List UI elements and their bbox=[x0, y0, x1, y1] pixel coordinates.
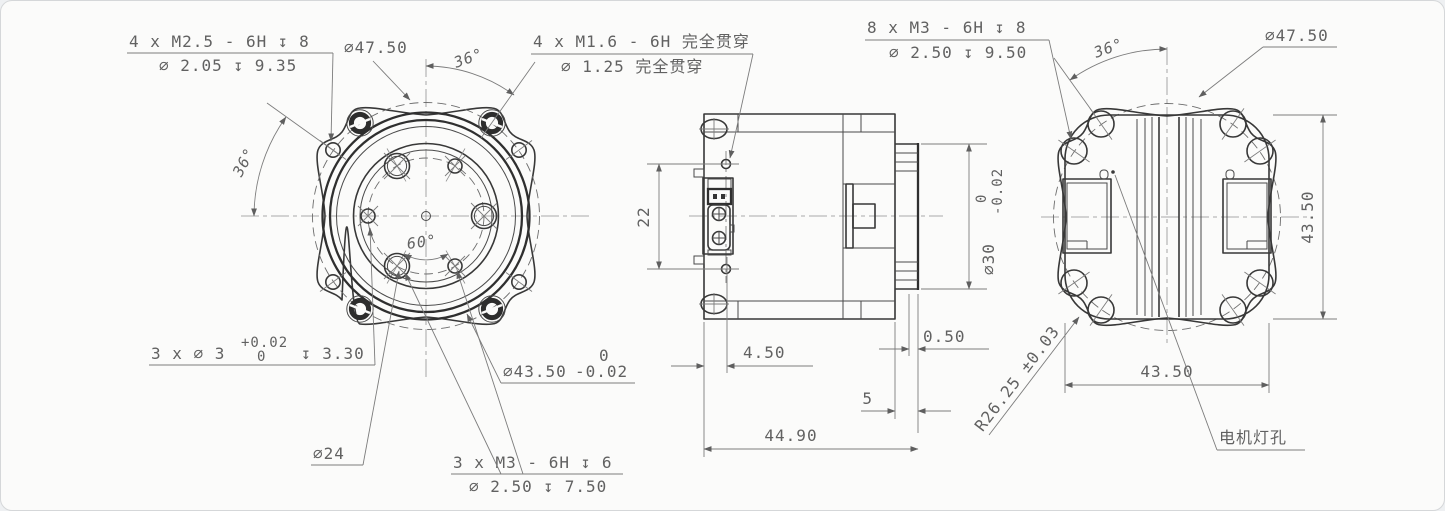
front-inner-thread-note-line1: 3 x M3 - 6H ↧ 6 bbox=[453, 453, 613, 472]
rear-corner-holes bbox=[1058, 108, 1276, 326]
side-dim-44-90: 44.90 bbox=[764, 426, 817, 445]
front-pilot-dia: ⌀43.50 bbox=[503, 362, 567, 381]
front-angle-inner: 60° bbox=[406, 231, 438, 253]
tapped-hole bbox=[383, 152, 411, 180]
screw-head bbox=[478, 295, 506, 323]
front-pin-note-prefix: 3 x ⌀ 3 bbox=[151, 344, 225, 363]
screw-head bbox=[346, 109, 374, 137]
rear-annotations: 8 x M3 - 6H ↧ 8 ⌀ 2.50 ↧ 9.50 36° ⌀47.50… bbox=[865, 18, 1337, 451]
side-pilot-boss bbox=[895, 143, 920, 290]
side-dim-22: 22 bbox=[634, 206, 653, 227]
screw-head bbox=[346, 295, 374, 323]
screw-head bbox=[478, 109, 506, 137]
mount-hole bbox=[505, 140, 533, 160]
side-dim-4-50: 4.50 bbox=[743, 343, 786, 362]
rear-bolt-circle-dia: ⌀47.50 bbox=[1265, 26, 1329, 45]
rear-radius-note: R26.25 ±0.03 bbox=[971, 322, 1064, 435]
front-inner-thread-note-line2: ⌀ 2.50 ↧ 7.50 bbox=[469, 477, 607, 496]
dowel-hole bbox=[444, 255, 466, 277]
rear-height: 43.50 bbox=[1298, 190, 1317, 243]
light-hole-dot bbox=[1111, 170, 1115, 174]
side-thread-note-line1: 4 x M1.6 - 6H 完全贯穿 bbox=[533, 32, 750, 51]
rear-rib-band bbox=[1136, 117, 1202, 317]
rear-view: 8 x M3 - 6H ↧ 8 ⌀ 2.50 ↧ 9.50 36° ⌀47.50… bbox=[865, 18, 1337, 451]
side-annotations: 4 x M1.6 - 6H 完全贯穿 ⌀ 1.25 完全贯穿 22 ⌀30 0 … bbox=[531, 32, 1006, 457]
front-angle-left: 36° bbox=[229, 144, 259, 180]
front-pin-note-suffix: ↧ 3.30 bbox=[301, 344, 365, 363]
rear-light-hole-label: 电机灯孔 bbox=[1219, 428, 1287, 447]
dowel-hole bbox=[357, 205, 379, 227]
side-connector bbox=[693, 168, 735, 265]
front-thread-note-line1: 4 x M2.5 - 6H ↧ 8 bbox=[129, 32, 310, 51]
mount-hole bbox=[319, 272, 347, 292]
side-shaft-recess bbox=[843, 183, 895, 249]
side-view: 4 x M1.6 - 6H 完全贯穿 ⌀ 1.25 完全贯穿 22 ⌀30 0 … bbox=[531, 32, 1006, 457]
light-hole bbox=[1099, 169, 1109, 180]
front-pilot-tol-upper: 0 bbox=[599, 346, 610, 365]
m16-hole bbox=[713, 263, 739, 275]
side-thread-note-line2: ⌀ 1.25 完全贯穿 bbox=[561, 57, 703, 76]
rear-angle-top: 36° bbox=[1091, 34, 1126, 62]
corner-hole bbox=[1087, 108, 1115, 140]
side-dim-5: 5 bbox=[862, 389, 873, 408]
front-inner-bc-dia: ⌀24 bbox=[313, 444, 345, 463]
front-corner-screws bbox=[346, 109, 506, 323]
rear-body-outline bbox=[1064, 114, 1270, 320]
side-shaft-dia: ⌀30 bbox=[979, 243, 998, 275]
front-angle-top: 36° bbox=[451, 44, 486, 72]
corner-hole bbox=[1244, 269, 1276, 297]
front-flange-outline bbox=[316, 106, 536, 326]
corner-hole bbox=[1058, 269, 1090, 297]
front-pilot-tol-lower: -0.02 bbox=[575, 362, 628, 381]
front-centerlines bbox=[241, 59, 593, 379]
side-dim-0-50: 0.50 bbox=[923, 327, 966, 346]
m16-hole bbox=[713, 158, 739, 170]
front-view: 4 x M2.5 - 6H ↧ 8 ⌀ 2.05 ↧ 9.35 ⌀47.50 3… bbox=[127, 32, 635, 496]
corner-hole bbox=[1219, 294, 1247, 326]
rear-window-left bbox=[1062, 169, 1115, 254]
front-pin-note-tol-upper: +0.02 bbox=[241, 335, 288, 351]
corner-hole bbox=[1087, 294, 1115, 326]
front-pin-note-tol-lower: 0 bbox=[257, 349, 266, 365]
front-mount-holes bbox=[319, 140, 533, 292]
side-shaft-tol-upper: 0 bbox=[974, 194, 990, 203]
corner-hole bbox=[1244, 137, 1276, 165]
corner-hole bbox=[1219, 108, 1247, 140]
corner-hole bbox=[1058, 137, 1090, 165]
dowel-hole bbox=[444, 155, 466, 177]
front-bolt-circle-dia: ⌀47.50 bbox=[344, 38, 408, 57]
rear-thread-note-line1: 8 x M3 - 6H ↧ 8 bbox=[867, 18, 1027, 37]
rear-window-right bbox=[1222, 169, 1272, 254]
rear-flange-outline bbox=[1057, 107, 1277, 327]
front-thread-note-line2: ⌀ 2.05 ↧ 9.35 bbox=[159, 56, 297, 75]
tapped-hole bbox=[470, 202, 498, 230]
connector-screw bbox=[711, 206, 727, 222]
side-shaft-tol-lower: -0.02 bbox=[990, 168, 1006, 215]
side-centerlines bbox=[689, 151, 943, 283]
rear-width: 43.50 bbox=[1140, 362, 1193, 381]
case-screw bbox=[699, 118, 729, 140]
rear-thread-note-line2: ⌀ 2.50 ↧ 9.50 bbox=[889, 43, 1027, 62]
mount-hole bbox=[505, 272, 533, 292]
rear-bolt-circle bbox=[1053, 103, 1281, 331]
connector-screw bbox=[711, 230, 727, 246]
